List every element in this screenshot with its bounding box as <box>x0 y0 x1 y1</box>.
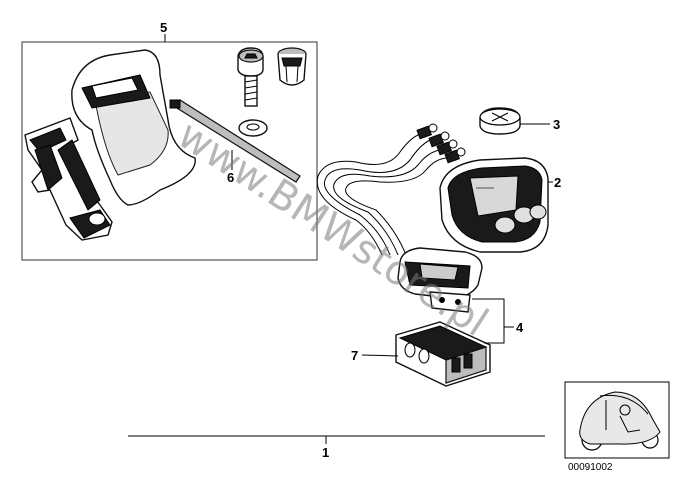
cap[interactable]: 3 <box>479 107 560 135</box>
protective-cover[interactable] <box>71 49 196 206</box>
scooter-icon <box>579 391 661 451</box>
rubber-grommet[interactable] <box>277 47 307 86</box>
reference-number: 00091002 <box>568 462 613 473</box>
callout-4-bracket: 4 <box>472 298 524 344</box>
vehicle-thumbnail[interactable]: 00091002 <box>564 381 670 473</box>
kit-box-5: 5 <box>21 20 318 261</box>
callout-1[interactable]: 1 <box>322 445 329 460</box>
holder-plate[interactable] <box>397 247 483 313</box>
callout-3[interactable]: 3 <box>553 117 560 132</box>
callout-4[interactable]: 4 <box>516 320 524 335</box>
sensor-plugs <box>416 123 466 164</box>
callout-5[interactable]: 5 <box>160 20 167 35</box>
display-unit[interactable]: 2 <box>439 157 561 253</box>
washer[interactable] <box>238 119 268 137</box>
screw[interactable] <box>237 47 264 107</box>
callout-7[interactable]: 7 <box>351 348 358 363</box>
cable-tie[interactable]: 6 <box>169 99 301 185</box>
connector-block[interactable]: 7 <box>351 321 491 387</box>
assembly-line-1: 1 <box>128 435 545 460</box>
wiring-harness[interactable] <box>316 123 466 256</box>
mounting-bracket[interactable] <box>24 117 113 241</box>
callout-6[interactable]: 6 <box>227 170 234 185</box>
callout-2[interactable]: 2 <box>554 175 561 190</box>
